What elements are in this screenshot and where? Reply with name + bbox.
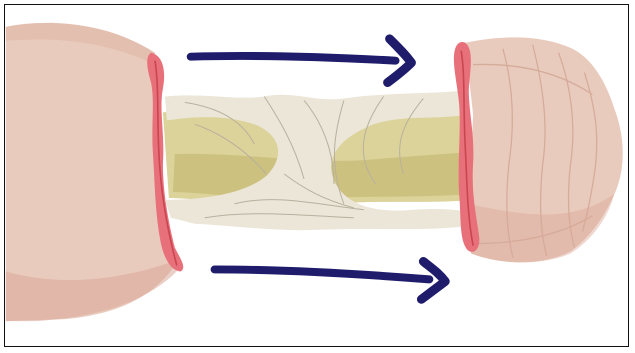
limb-distraction-illustration (5, 5, 628, 346)
right-limb-segment (454, 37, 623, 262)
distraction-arrow-bottom (215, 261, 446, 299)
distraction-arrow-top (191, 39, 412, 83)
illustration-frame (4, 4, 629, 347)
arrow-bottom-shaft (215, 269, 430, 279)
left-limb-segment (6, 23, 183, 321)
arrow-top-shaft (191, 56, 396, 61)
exposed-bone-and-tissue (163, 90, 473, 230)
